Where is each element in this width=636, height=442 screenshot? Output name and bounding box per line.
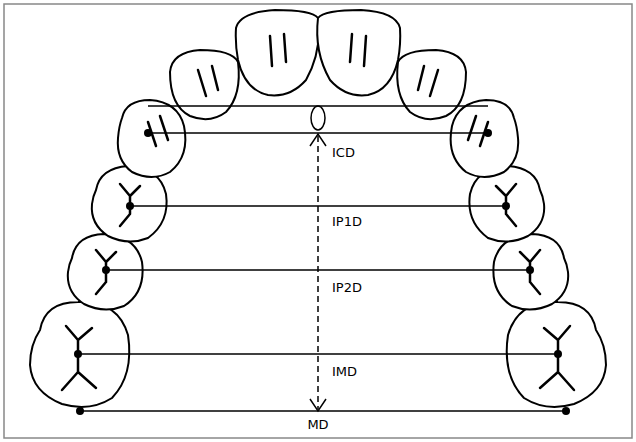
canine-tooth [118, 100, 186, 177]
incisor-ridge [350, 34, 366, 66]
lateral-incisor-tooth [170, 50, 239, 119]
incisor-ridge [418, 66, 438, 96]
landmark-dot [126, 202, 134, 210]
premolar-fissure [520, 250, 540, 294]
molar-fissure [540, 326, 574, 390]
landmark-dot [102, 266, 110, 274]
measurement-label: IP1D [330, 215, 364, 229]
arrow-head [310, 134, 326, 146]
molar-fissure [62, 326, 96, 390]
landmark-dot [76, 407, 84, 415]
incisor-ridge [198, 66, 218, 96]
landmark-dot [502, 202, 510, 210]
landmark-dot [144, 129, 152, 137]
frame [4, 4, 632, 438]
arrow-head [310, 399, 326, 411]
width-line [148, 105, 488, 107]
width-line [80, 410, 566, 412]
depth-line [317, 136, 319, 409]
landmark-dot [74, 350, 82, 358]
landmark-dot [554, 350, 562, 358]
lateral-incisor-tooth [397, 50, 466, 119]
measurement-label: ICD [330, 146, 357, 160]
central-incisor-tooth [236, 10, 319, 95]
premolar-tooth [493, 234, 568, 310]
left-teeth [30, 10, 319, 407]
premolar-fissure [496, 184, 516, 226]
width-line [78, 353, 558, 355]
landmark-dot [484, 129, 492, 137]
landmark-dot [526, 266, 534, 274]
right-teeth [317, 10, 606, 407]
measurement-label: IP2D [330, 281, 364, 295]
premolar-tooth [68, 234, 143, 310]
canine-tooth [451, 100, 519, 177]
landmark-dot [562, 407, 570, 415]
incisive-papilla [311, 106, 325, 130]
incisor-ridge [270, 34, 286, 66]
measurement-label: IMD [330, 365, 359, 379]
premolar-fissure [96, 250, 116, 294]
central-incisor-tooth [317, 10, 400, 95]
measurement-label: MD [305, 418, 330, 432]
premolar-fissure [120, 184, 140, 226]
